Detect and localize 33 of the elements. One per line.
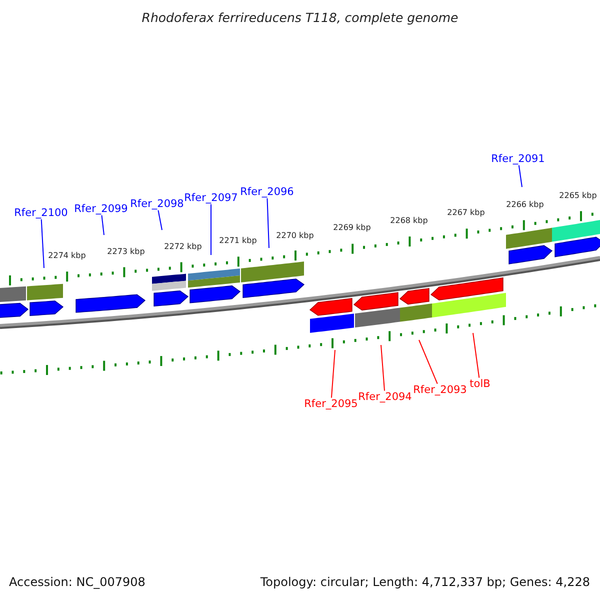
gene-label: Rfer_2100 <box>14 208 68 218</box>
scale-label: 2273 kbp <box>107 248 145 256</box>
gene-label: tolB <box>470 378 490 390</box>
gene-label: Rfer_2096 <box>240 186 294 198</box>
scale-label: 2272 kbp <box>164 243 202 251</box>
leader-line <box>40 218 44 268</box>
leader-line <box>101 214 104 236</box>
scale-label: 2268 kbp <box>390 217 428 225</box>
footer-text: Accession: NC_007908 <box>9 576 146 588</box>
scale-label: 2270 kbp <box>276 232 314 240</box>
leader-line <box>266 198 270 248</box>
gene-label: Rfer_2095 <box>304 398 358 410</box>
leader-line <box>380 344 386 392</box>
title: Rhodoferax ferrireducens T118, complete genome <box>142 12 458 24</box>
scale-label: 2271 kbp <box>219 237 257 245</box>
scale-label: 2265 kbp <box>559 192 597 200</box>
leader-line <box>518 164 522 188</box>
gene-label: Rfer_2094 <box>358 392 412 402</box>
gene-label: Rfer_2093 <box>413 384 467 396</box>
scale-label: 2266 kbp <box>506 201 544 209</box>
scale-label: 2269 kbp <box>333 224 371 232</box>
leader-line <box>158 210 162 230</box>
gene-label: Rfer_2091 <box>491 154 545 164</box>
gene-label: Rfer_2097 <box>184 192 238 204</box>
gene-label: Rfer_2099 <box>74 204 128 214</box>
scale-label: 2274 kbp <box>48 252 86 260</box>
footer-text: Topology: circular; Length: 4,712,337 bp; Genes: 4,228 <box>260 576 590 588</box>
leader-line <box>472 332 480 378</box>
scale-label: 2267 kbp <box>447 209 485 217</box>
leader-line <box>330 350 336 398</box>
gene-label: Rfer_2098 <box>130 198 184 210</box>
leader-line <box>210 204 212 256</box>
leader-line <box>418 340 438 384</box>
